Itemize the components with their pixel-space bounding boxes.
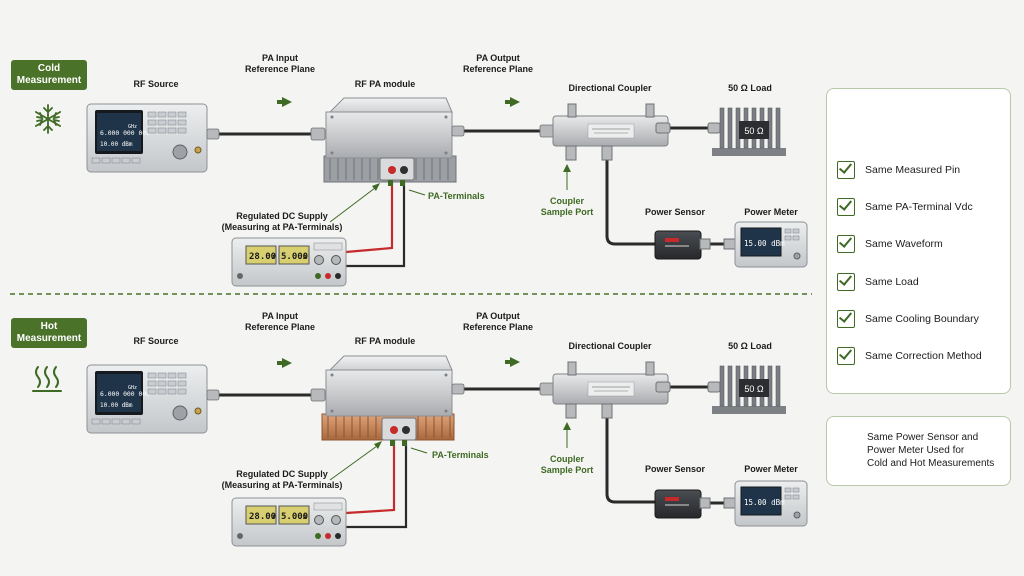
checkbox-icon (837, 310, 855, 328)
pa-output-reference-plane-label: PA Output Reference Plane (462, 53, 534, 74)
svg-text:28.00: 28.00 (249, 252, 276, 262)
power-sensor-hot (654, 489, 737, 519)
svg-text:5.000: 5.000 (281, 252, 308, 262)
dc-supply-hot: 28.00 V 5.000 A (231, 497, 347, 547)
hot-measurement-tag: Hot Measurement (11, 318, 87, 348)
svg-text:V: V (271, 254, 275, 261)
condition-item: Same Measured Pin (837, 160, 960, 180)
heat-icon (32, 366, 62, 392)
checkbox-icon (837, 273, 855, 291)
rf-source-freq: 6.000 000 000 (100, 129, 150, 137)
svg-text:10.00 dBm: 10.00 dBm (100, 402, 133, 409)
checkbox-icon (837, 198, 855, 216)
pa-terminals-label: PA-Terminals (428, 191, 485, 201)
checkbox-icon (837, 161, 855, 179)
power-sensor-label-hot: Power Sensor (644, 464, 706, 474)
rf-source-label: RF Source (133, 79, 179, 89)
fifty-ohm-load-hot: 50 Ω (712, 365, 786, 414)
condition-item: Same Load (837, 272, 919, 292)
reference-plane-arrows (277, 97, 520, 107)
rf-pa-module-label: RF PA module (354, 79, 416, 89)
pa-module (323, 97, 457, 186)
directional-coupler-label: Directional Coupler (568, 83, 652, 93)
svg-text:50 Ω: 50 Ω (744, 384, 764, 394)
rf-source-label-hot: RF Source (133, 336, 179, 346)
svg-text:6.000 000 000: 6.000 000 000 (100, 390, 150, 398)
cold-measurement-tag: Cold Measurement (11, 60, 87, 90)
rf-source-instrument: 6.000 000 000 GHz 10.00 dBm (86, 103, 208, 173)
cold-row: 6.000 000 000 GHz 10.00 dBm (35, 97, 808, 287)
condition-item: Same Correction Method (837, 346, 982, 366)
svg-text:GHz: GHz (128, 385, 137, 391)
svg-text:A: A (303, 514, 307, 521)
directional-coupler-label-hot: Directional Coupler (568, 341, 652, 351)
snowflake-icon (35, 104, 61, 134)
svg-text:A: A (303, 254, 307, 261)
rf-source-instrument-hot: 6.000 000 000 GHz 10.00 dBm (86, 364, 208, 434)
pa-input-reference-plane-label-hot: PA Input Reference Plane (244, 311, 316, 332)
power-meter-label-hot: Power Meter (744, 464, 798, 474)
pa-output-reference-plane-label-hot: PA Output Reference Plane (462, 311, 534, 332)
svg-text:5.000: 5.000 (281, 512, 308, 522)
pa-module-hot (321, 355, 455, 446)
hot-row: 6.000 000 000 GHz 10.00 dBm (32, 355, 808, 547)
dc-supply-label-hot: Regulated DC Supply (Measuring at PA-Ter… (221, 469, 343, 490)
checkbox-icon (837, 235, 855, 253)
power-meter-reading: 15.00 dBm (744, 239, 785, 248)
power-meter: 15.00 dBm (734, 221, 808, 268)
rf-source-power: 10.00 dBm (100, 141, 133, 148)
dc-supply: 28.00 V 5.000 A (231, 237, 347, 287)
svg-text:50 Ω: 50 Ω (744, 126, 764, 136)
svg-text:15.00 dBm: 15.00 dBm (744, 498, 785, 507)
coupler-sample-port-label-hot: Coupler Sample Port (540, 454, 594, 475)
condition-item: Same Waveform (837, 234, 943, 254)
power-meter-label: Power Meter (744, 207, 798, 217)
svg-text:V: V (271, 514, 275, 521)
svg-text:GHz: GHz (128, 124, 137, 130)
dc-positive-wire (345, 180, 394, 254)
directional-coupler-hot (552, 361, 671, 419)
coupler-sample-port-label: Coupler Sample Port (540, 196, 594, 217)
dc-negative-wire (346, 180, 406, 268)
info-text: Same Power Sensor and Power Meter Used f… (867, 432, 995, 469)
svg-text:28.00: 28.00 (249, 512, 276, 522)
dc-supply-label: Regulated DC Supply (Measuring at PA-Ter… (221, 211, 343, 232)
checkbox-icon (837, 347, 855, 365)
condition-item: Same PA-Terminal Vdc (837, 197, 973, 217)
fifty-ohm-load-label-hot: 50 Ω Load (728, 341, 772, 351)
rf-pa-module-label-hot: RF PA module (354, 336, 416, 346)
power-sensor (654, 230, 737, 260)
directional-coupler (552, 103, 671, 161)
pa-input-reference-plane-label: PA Input Reference Plane (244, 53, 316, 74)
conditions-panel: Same Measured Pin Same PA-Terminal Vdc S… (826, 88, 1011, 394)
pa-terminals-label-hot: PA-Terminals (432, 450, 489, 460)
condition-item: Same Cooling Boundary (837, 309, 979, 329)
power-sensor-label: Power Sensor (644, 207, 706, 217)
fifty-ohm-load: 50 Ω (712, 107, 786, 156)
power-meter-hot: 15.00 dBm (734, 480, 808, 527)
fifty-ohm-load-label: 50 Ω Load (728, 83, 772, 93)
info-panel: Same Power Sensor and Power Meter Used f… (826, 416, 1011, 486)
